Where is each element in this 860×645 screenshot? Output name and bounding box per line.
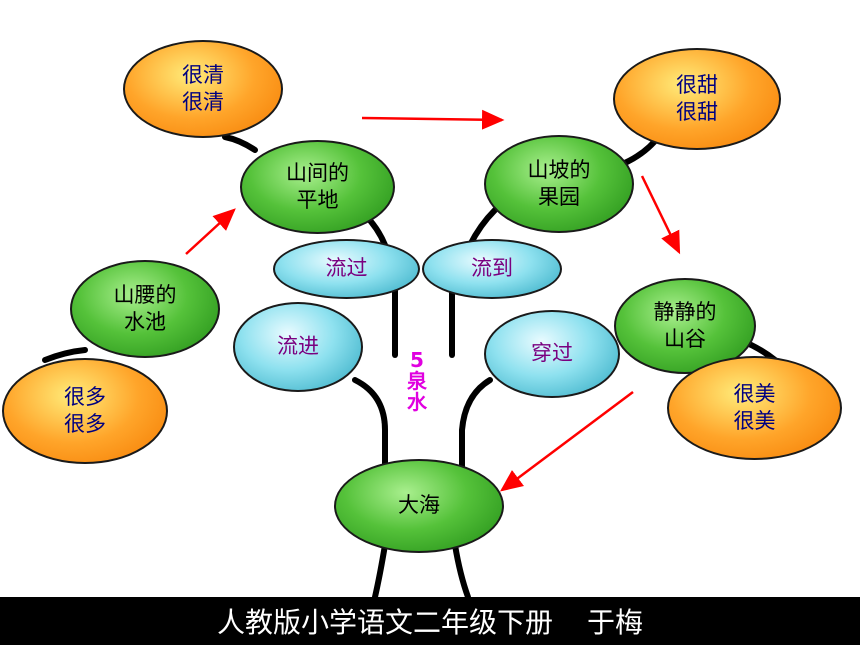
node-shanpo-guoyuan: 山坡的 果园 [484, 135, 634, 233]
node-shanjian-pingdi: 山间的 平地 [240, 140, 395, 234]
footer-author: 于梅 [587, 606, 644, 639]
arrow-shangu-to-dahai [499, 390, 634, 492]
lesson-number: 5 [410, 348, 424, 372]
node-liu-dao: 流到 [422, 239, 562, 299]
node-hen-mei: 很美 很美 [667, 356, 842, 460]
node-hen-tian: 很甜 很甜 [613, 48, 781, 150]
node-shanyao-shuichi: 山腰的 水池 [70, 260, 220, 358]
lesson-title-char-2: 水 [407, 390, 427, 414]
lesson-title-char-1: 泉 [407, 369, 427, 393]
arrow-shuichi-to-pingdi [185, 208, 236, 255]
node-da-hai: 大海 [334, 459, 504, 553]
node-liu-jin: 流进 [233, 302, 363, 392]
arrow-pingdi-to-guoyuan [361, 109, 505, 130]
node-liu-guo: 流过 [273, 239, 420, 299]
lesson-title: 5 泉 水 [404, 350, 430, 413]
node-hen-qing: 很清 很清 [123, 40, 283, 138]
footer-bar: 人教版小学语文二年级下册 于梅 [0, 597, 860, 645]
node-chuan-guo: 穿过 [484, 310, 620, 398]
node-hen-duo: 很多 很多 [2, 358, 168, 464]
arrow-guoyuan-to-shangu [640, 175, 681, 255]
flow-arrows [185, 109, 681, 492]
footer-publisher: 人教版小学语文二年级下册 [216, 606, 553, 639]
